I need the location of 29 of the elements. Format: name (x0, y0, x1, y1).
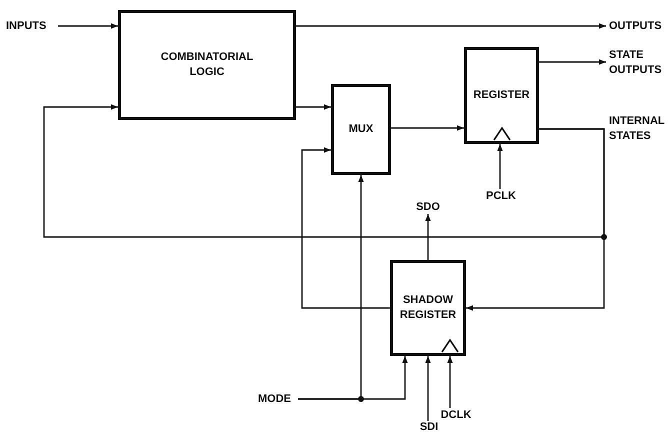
signal-label: SDI (420, 420, 438, 435)
register-block (390, 260, 466, 356)
signal-label: PCLK (486, 188, 516, 204)
arrow (298, 356, 408, 400)
register-block (464, 47, 539, 144)
signal-label: INTERNAL STATES (609, 114, 666, 143)
arrow (425, 356, 431, 421)
signal-label: SDO (416, 200, 440, 214)
arrow (58, 23, 118, 29)
signal-label: DCLK (440, 408, 472, 422)
block-label: REGISTER (473, 88, 530, 103)
arrow (391, 125, 464, 131)
arrow (296, 104, 331, 110)
arrow (447, 356, 453, 408)
signal-label: STATE OUTPUTS (609, 48, 663, 77)
signal-label: MODE (258, 392, 291, 406)
arrow (466, 128, 605, 311)
logic-block (331, 84, 391, 175)
logic-block (118, 10, 296, 120)
arrow (301, 147, 390, 309)
arrow (497, 144, 503, 189)
arrow (296, 23, 606, 29)
block-label: MUX (348, 122, 374, 137)
arrow (539, 59, 606, 65)
arrow (425, 214, 431, 260)
block-label: SHADOW REGISTER (398, 293, 458, 323)
block-label: COMBINATORIAL LOGIC (160, 50, 254, 80)
signal-label: OUTPUTS (609, 18, 662, 34)
signal-label: INPUTS (6, 18, 46, 34)
